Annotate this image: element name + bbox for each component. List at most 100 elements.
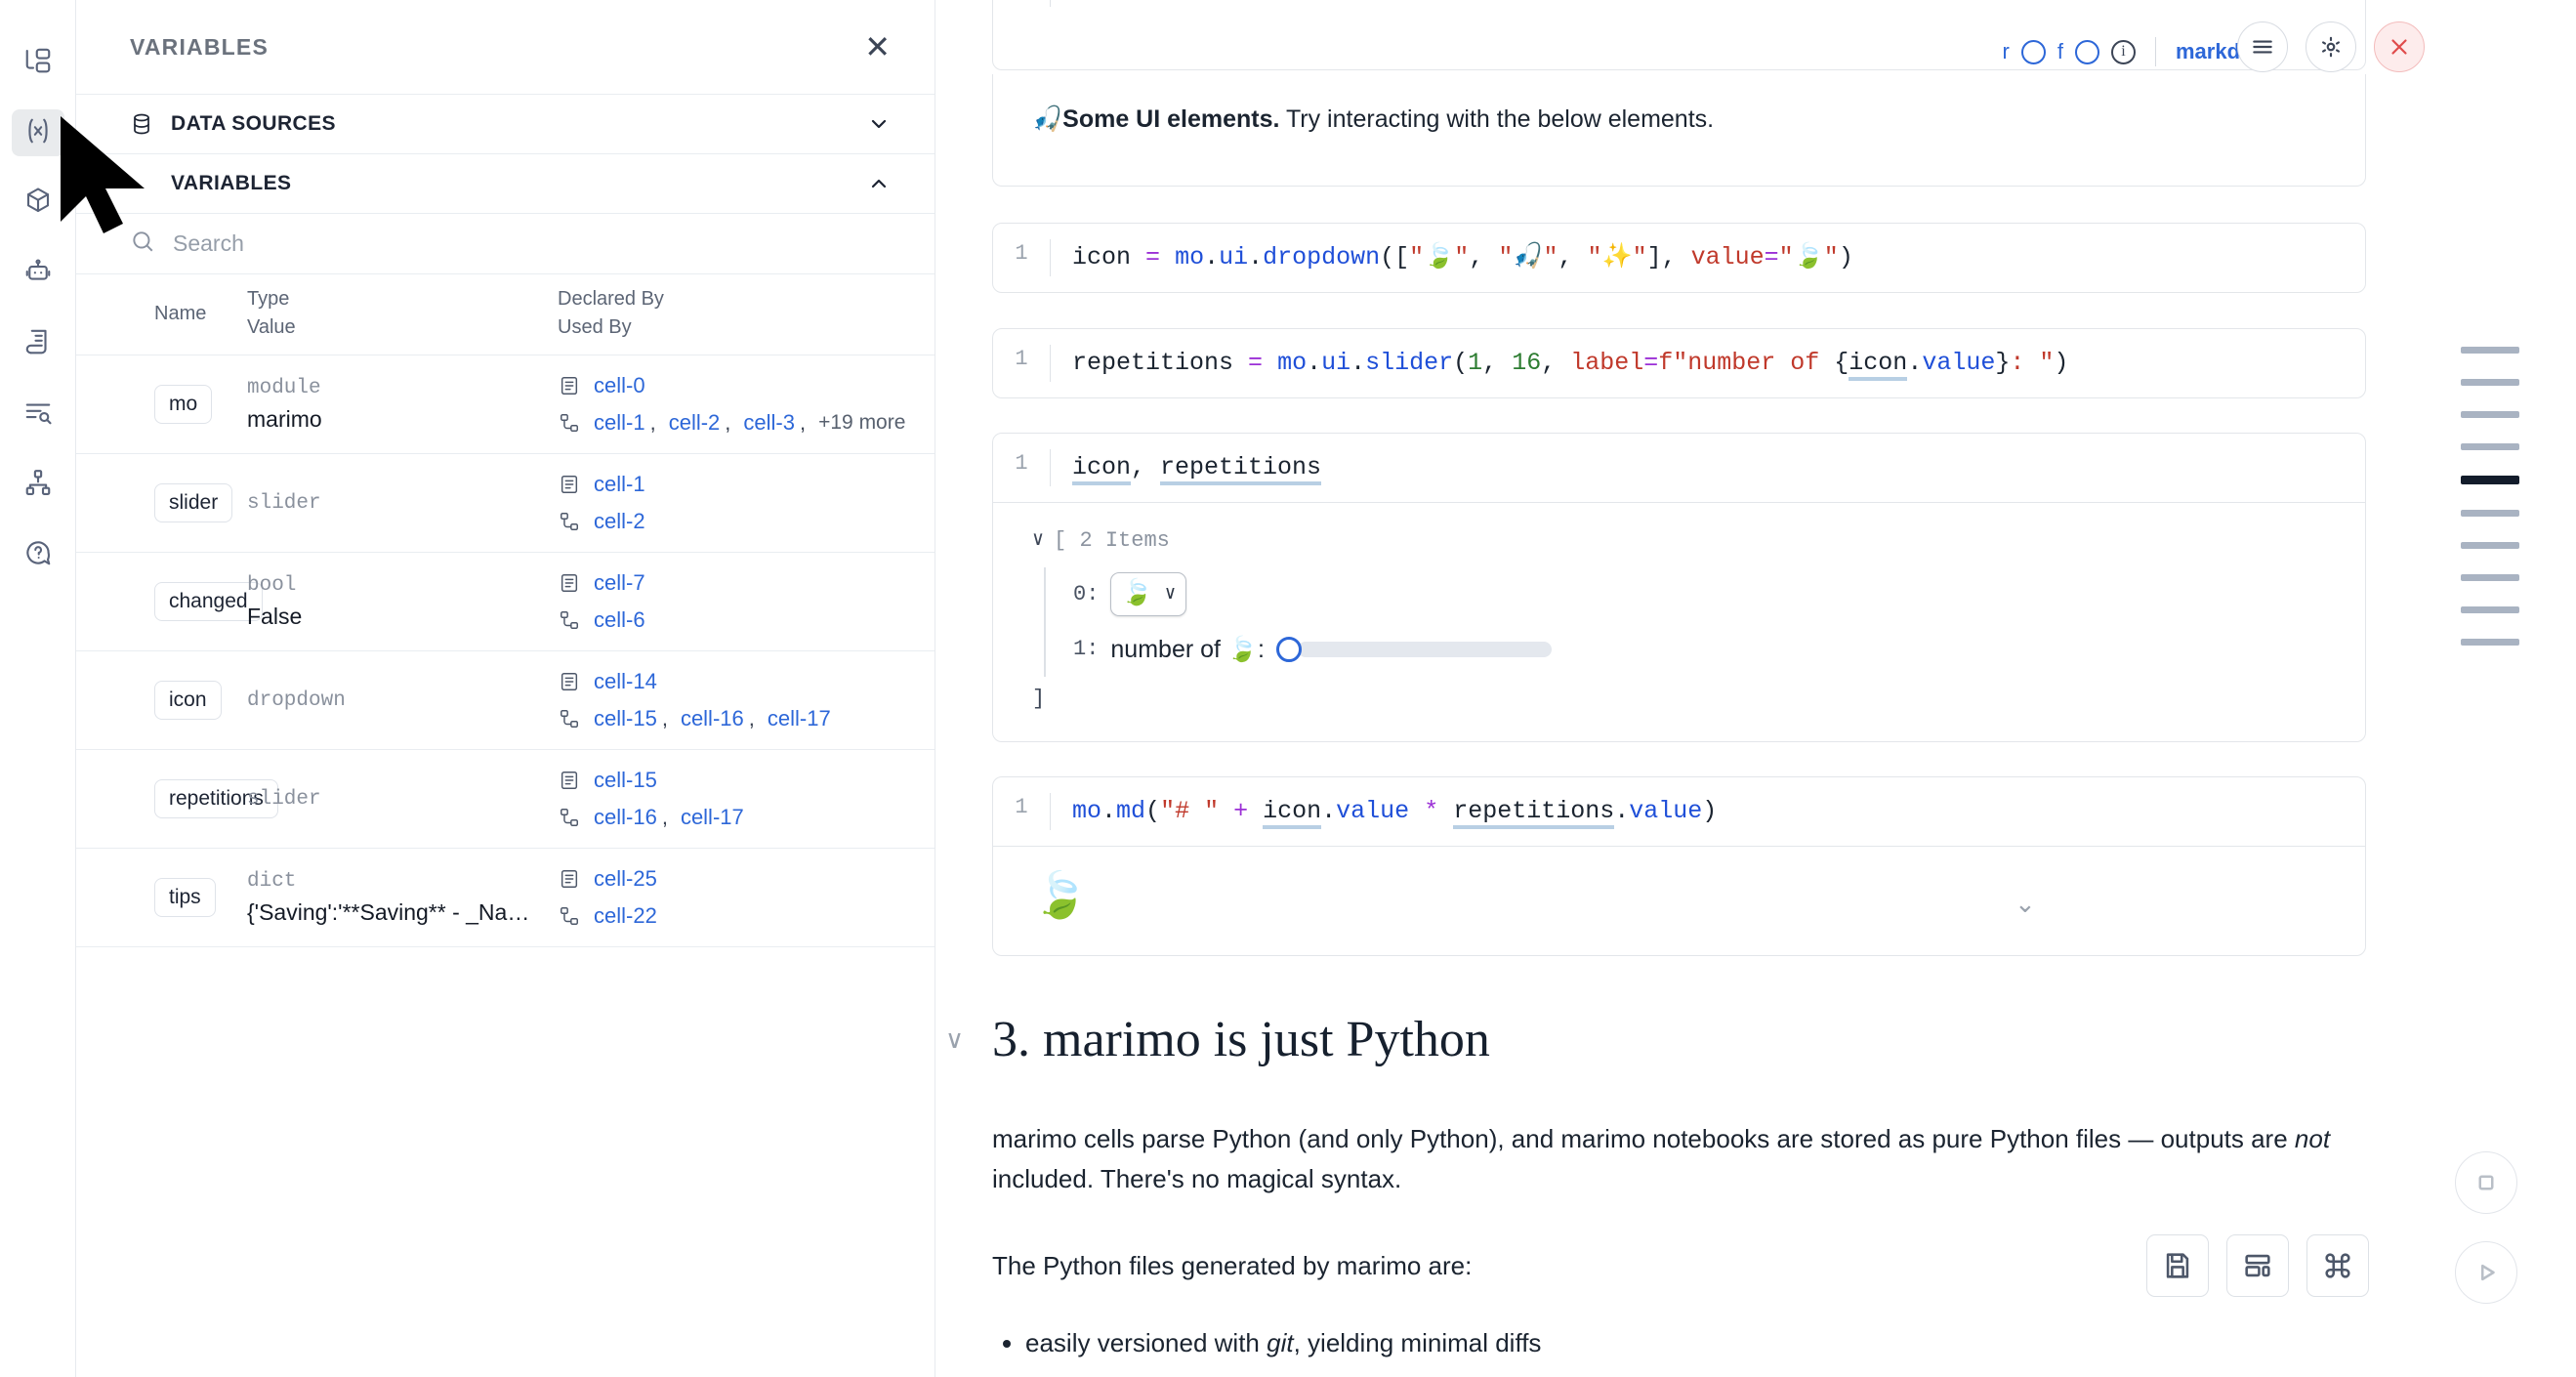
settings-button[interactable] [2306,21,2356,72]
stop-button[interactable] [2455,1151,2517,1214]
command-icon [2325,1253,2350,1278]
cell-declared-used: cell-7 cell-6 [558,552,935,651]
info-icon[interactable]: i [2110,39,2136,64]
code-text[interactable]: icon = mo.ui.dropdown(["🍃", "🎣", "✨"], v… [1050,239,1853,276]
variable-name-chip[interactable]: repetitions [154,779,278,818]
save-button[interactable] [2146,1234,2209,1297]
variable-type: module [247,376,321,399]
slider-handle[interactable] [1276,636,1302,662]
variable-value: False [247,603,303,629]
notebook-cell-dropdown[interactable]: 1 icon = mo.ui.dropdown(["🍃", "🎣", "✨"],… [992,223,2366,293]
json-viewer-header[interactable]: ∨ [ 2 Items [1032,528,2326,554]
cell-link[interactable]: cell-17 [680,805,744,829]
cell-link[interactable]: cell-14 [594,669,657,693]
code-text[interactable]: icon, repetitions [1050,449,1322,486]
cell-link[interactable]: cell-1 [594,410,645,435]
cell-link[interactable]: cell-25 [594,866,657,891]
scratchpad-icon [23,327,53,361]
cell-link[interactable]: cell-2 [594,509,645,533]
markdown-bold: Some UI elements. [1062,105,1280,133]
notebook-cell-slider[interactable]: 1 repetitions = mo.ui.slider(1, 16, labe… [992,328,2366,398]
section-collapse-chevron[interactable]: ∨ [945,1024,965,1054]
cell-link[interactable]: cell-1 [594,472,645,496]
run-button[interactable] [2455,1241,2517,1304]
cell-link[interactable]: cell-6 [594,607,645,632]
search-input[interactable] [173,230,891,257]
minimap-bar[interactable] [2461,347,2519,354]
code-text[interactable]: mo.md("# " + icon.value * repetitions.va… [1050,793,1717,830]
sidebar-item-logs[interactable] [12,391,64,438]
sidebar-item-variables[interactable] [11,109,64,156]
sidebar-item-help[interactable] [12,531,64,578]
close-icon[interactable]: ✕ [864,29,891,64]
minimap-bar[interactable] [2461,606,2519,613]
cell-link[interactable]: cell-16 [594,805,657,829]
minimap-bar[interactable] [2461,443,2519,450]
minimap-bar[interactable] [2461,639,2519,646]
variable-name-chip[interactable]: icon [154,681,222,720]
sidebar-item-scratchpad[interactable] [12,320,64,367]
minimap-bar[interactable] [2461,574,2519,581]
notebook-cell-combo[interactable]: 1 icon, repetitions ∨ [ 2 Items 0: 🍃 [992,433,2366,743]
cell-link[interactable]: cell-15 [594,706,657,730]
dropdown-widget[interactable]: 🍃 ∨ [1110,572,1187,617]
menu-button[interactable] [2237,21,2288,72]
sidebar-item-file-explorer[interactable] [12,39,64,86]
cell-link[interactable]: cell-3 [743,410,795,435]
variable-name-chip[interactable]: tips [154,878,216,917]
variable-name-chip[interactable]: changed [154,582,263,621]
chevron-down-icon[interactable] [867,112,891,136]
format-toggle-icon[interactable] [2074,39,2099,64]
section-data-sources[interactable]: DATA SOURCES [76,95,935,154]
cell-link[interactable]: cell-16 [680,706,744,730]
cell-link[interactable]: cell-0 [594,373,645,397]
cell-link[interactable]: cell-22 [594,903,657,928]
cell-link[interactable]: cell-2 [668,410,721,435]
minimap-bar[interactable] [2461,476,2519,484]
sidebar-item-ai-assistant[interactable] [12,250,64,297]
minimap-bar[interactable] [2461,510,2519,517]
code-text[interactable]: """🎣 Some UI elements.""" Try interactin… [1050,0,2055,7]
code-text[interactable]: repetitions = mo.ui.slider(1, 16, label=… [1050,345,2068,382]
dropdown-value: 🍃 [1121,579,1153,609]
slider-track[interactable] [1298,641,1552,657]
chevron-down-icon: ∨ [1164,583,1177,605]
sidebar-item-dependency-graph[interactable] [12,461,64,508]
used-by-row: cell-6 [558,607,925,633]
cell-link[interactable]: cell-7 [594,570,645,595]
cell-collapse-chevron[interactable]: ⌄ [2015,889,2036,918]
command-palette-button[interactable] [2306,1234,2369,1297]
section-variables[interactable]: VARIABLES [76,154,935,214]
sidebar-item-packages[interactable] [12,180,64,227]
chevron-down-icon[interactable]: ∨ [1032,528,1045,552]
bullet-1-b: , yielding minimal diffs [1293,1328,1542,1358]
layout-button[interactable] [2226,1234,2289,1297]
table-row[interactable]: slider slider cell-1 cell-2 [76,453,935,553]
paragraph-1-a: marimo cells parse Python (and only Pyth… [992,1124,2295,1153]
notebook-cell-markdown-top[interactable]: 1 """🎣 Some UI elements.""" Try interact… [992,0,2366,70]
minimap-bar[interactable] [2461,379,2519,386]
notebook-cell-md-render[interactable]: 1 mo.md("# " + icon.value * repetitions.… [992,776,2366,956]
minimap-bar[interactable] [2461,411,2519,418]
cell-link[interactable]: cell-17 [767,706,831,730]
delete-cell-button[interactable] [2374,21,2425,72]
variable-type: slider [247,491,321,515]
variable-name-chip[interactable]: mo [154,385,213,424]
slider-widget[interactable] [1276,636,1552,662]
chevron-up-icon[interactable] [867,172,891,195]
gear-icon [2322,36,2340,58]
used-by-row: cell-1,cell-2,cell-3,+19 more [558,410,925,436]
variable-name-chip[interactable]: slider [154,483,233,522]
cell-link[interactable]: cell-15 [594,768,657,792]
minimap[interactable] [2461,347,2519,671]
more-cells-label[interactable]: +19 more [818,411,906,434]
col-header-type: Type Value [247,274,558,355]
run-toggle-icon[interactable] [2020,39,2046,64]
minimap-bar[interactable] [2461,542,2519,549]
